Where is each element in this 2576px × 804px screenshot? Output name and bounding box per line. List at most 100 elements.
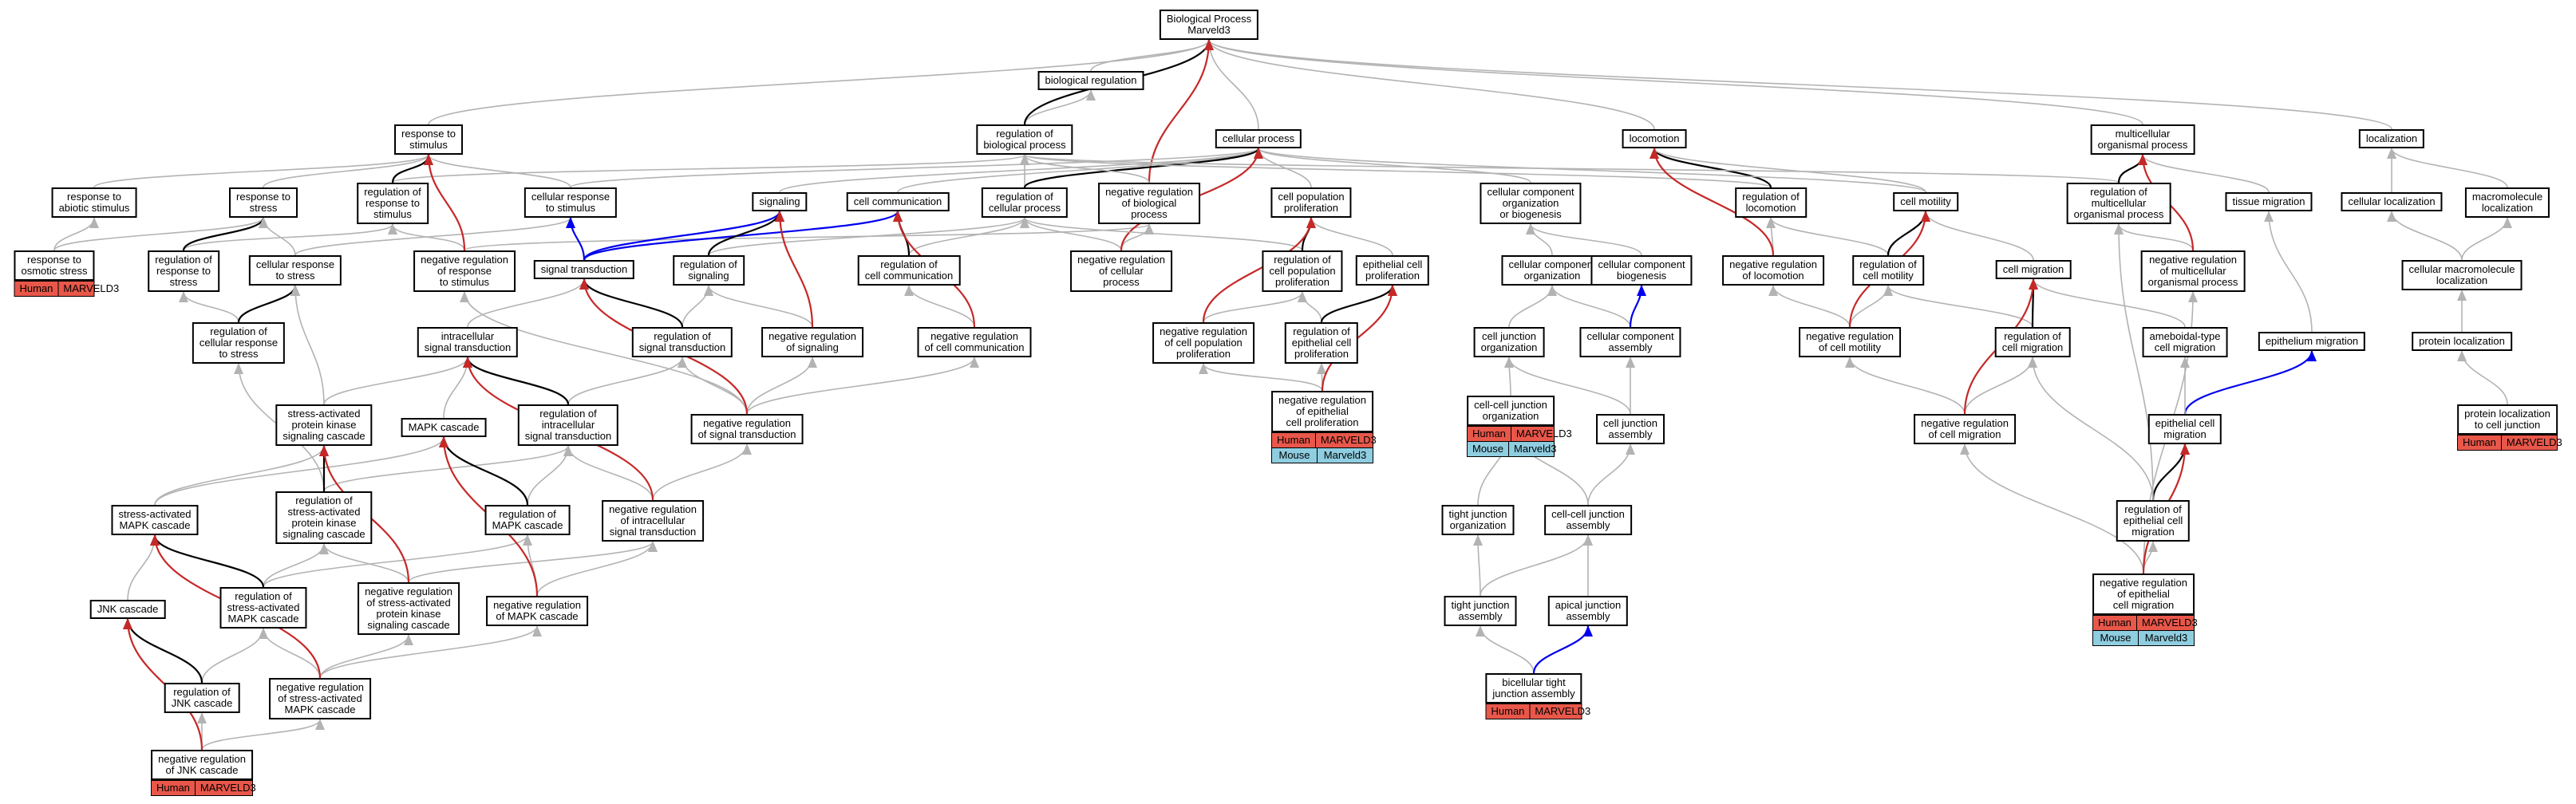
go-term-regulation-of-multicellular-organismal-process[interactable]: regulation of multicellular organismal p… — [2066, 183, 2171, 224]
go-term-negative-regulation-of-jnk-cascade[interactable]: negative regulation of JNK cascade — [151, 750, 253, 780]
go-term-cell-junction-assembly[interactable]: cell junction assembly — [1596, 414, 1665, 444]
go-term-negative-regulation-of-epithelial-cell-migration[interactable]: negative regulation of epithelial cell m… — [2092, 573, 2195, 615]
species-label[interactable]: Human — [2098, 617, 2132, 629]
species-label[interactable]: Human — [1472, 428, 1506, 439]
go-term-negative-regulation-of-cell-communication[interactable]: negative regulation of cell communicatio… — [917, 327, 1032, 357]
species-label[interactable]: Human — [2463, 436, 2496, 448]
go-term-cellular-response-to-stimulus[interactable]: cellular response to stimulus — [523, 187, 618, 218]
go-term-tight-junction-organization[interactable]: tight junction organization — [1441, 505, 1515, 535]
go-term-regulation-of-locomotion[interactable]: regulation of locomotion — [1735, 187, 1807, 218]
go-term-localization[interactable]: localization — [2358, 129, 2425, 148]
go-term-cell-cell-junction-assembly[interactable]: cell-cell junction assembly — [1544, 505, 1632, 535]
species-label[interactable]: Mouse — [1472, 443, 1504, 455]
go-term-regulation-of-jnk-cascade[interactable]: regulation of JNK cascade — [164, 683, 240, 713]
go-term-cellular-component-organization-or-biogenesis[interactable]: cellular component organization or bioge… — [1480, 183, 1582, 224]
go-term-cellular-component-biogenesis[interactable]: cellular component biogenesis — [1590, 255, 1693, 286]
go-term-negative-regulation-of-signaling[interactable]: negative regulation of signaling — [761, 327, 863, 357]
go-term-negative-regulation-of-mapk-cascade[interactable]: negative regulation of MAPK cascade — [486, 596, 588, 626]
go-term-ameboidal-type-cell-migration[interactable]: ameboidal-type cell migration — [2142, 327, 2228, 357]
go-term-cellular-process[interactable]: cellular process — [1215, 129, 1302, 148]
go-term-cellular-macromolecule-localization[interactable]: cellular macromolecule localization — [2401, 260, 2523, 290]
go-term-regulation-of-intracellular-signal-transduction[interactable]: regulation of intracellular signal trans… — [517, 404, 619, 446]
gene-label[interactable]: MARVELD3 — [2135, 616, 2203, 630]
gene-label[interactable]: MARVELD3 — [194, 781, 261, 795]
go-term-cell-cell-junction-organization[interactable]: cell-cell junction organization — [1467, 396, 1555, 426]
go-term-intracellular-signal-transduction[interactable]: intracellular signal transduction — [417, 327, 519, 357]
species-label[interactable]: Mouse — [1278, 449, 1310, 461]
go-term-macromolecule-localization[interactable]: macromolecule localization — [2464, 187, 2550, 218]
go-term-biological-regulation[interactable]: biological regulation — [1037, 71, 1144, 90]
go-term-epithelium-migration[interactable]: epithelium migration — [2258, 332, 2366, 351]
go-term-cellular-component-organization[interactable]: cellular component organization — [1501, 255, 1603, 286]
go-term-mapk-cascade[interactable]: MAPK cascade — [401, 418, 487, 437]
go-term-cellular-response-to-stress[interactable]: cellular response to stress — [248, 255, 342, 286]
go-term-epithelial-cell-migration[interactable]: epithelial cell migration — [2147, 414, 2222, 444]
gene-label[interactable]: MARVELD3 — [1510, 427, 1577, 441]
go-term-negative-regulation-of-multicellular-organismal-process[interactable]: negative regulation of multicellular org… — [2140, 250, 2246, 292]
gene-label[interactable]: Marveld3 — [2138, 631, 2194, 645]
go-term-regulation-of-cell-migration[interactable]: regulation of cell migration — [1994, 327, 2071, 357]
go-term-regulation-of-signal-transduction[interactable]: regulation of signal transduction — [631, 327, 733, 357]
gene-label[interactable]: Marveld3 — [1508, 442, 1561, 456]
go-term-response-to-stimulus[interactable]: response to stimulus — [394, 124, 463, 155]
go-term-regulation-of-epithelial-cell-proliferation[interactable]: regulation of epithelial cell proliferat… — [1284, 322, 1359, 364]
go-term-regulation-of-cell-population-proliferation[interactable]: regulation of cell population proliferat… — [1262, 250, 1343, 292]
go-term-response-to-osmotic-stress[interactable]: response to osmotic stress — [14, 250, 95, 281]
go-term-regulation-of-biological-process[interactable]: regulation of biological process — [976, 124, 1073, 155]
go-term-cell-junction-organization[interactable]: cell junction organization — [1473, 327, 1545, 357]
go-term-regulation-of-cellular-response-to-stress[interactable]: regulation of cellular response to stres… — [192, 322, 286, 364]
go-term-negative-regulation-of-response-to-stimulus[interactable]: negative regulation of response to stimu… — [413, 250, 516, 292]
go-term-regulation-of-mapk-cascade[interactable]: regulation of MAPK cascade — [484, 505, 571, 535]
go-term-regulation-of-stress-activated-protein-kinase-signaling-cascade[interactable]: regulation of stress-activated protein k… — [275, 491, 373, 544]
species-label[interactable]: Human — [156, 782, 190, 794]
species-label[interactable]: Human — [1277, 434, 1310, 446]
go-term-regulation-of-stress-activated-mapk-cascade[interactable]: regulation of stress-activated MAPK casc… — [219, 587, 307, 629]
go-term-locomotion[interactable]: locomotion — [1622, 129, 1687, 148]
go-term-response-to-stress[interactable]: response to stress — [229, 187, 298, 218]
go-term-negative-regulation-of-stress-activated-mapk-cascade[interactable]: negative regulation of stress-activated … — [269, 678, 371, 719]
go-term-regulation-of-epithelial-cell-migration[interactable]: regulation of epithelial cell migration — [2116, 500, 2191, 542]
go-term-response-to-abiotic-stimulus[interactable]: response to abiotic stimulus — [51, 187, 137, 218]
species-label[interactable]: Human — [1491, 705, 1525, 717]
go-term-cell-migration[interactable]: cell migration — [1995, 260, 2072, 279]
go-term-protein-localization[interactable]: protein localization — [2412, 332, 2512, 351]
go-term-cell-motility[interactable]: cell motility — [1893, 192, 1958, 211]
gene-label[interactable]: MARVELD3 — [1529, 704, 1595, 719]
go-term-negative-regulation-of-cell-population-proliferation[interactable]: negative regulation of cell population p… — [1152, 322, 1254, 364]
go-term-negative-regulation-of-cell-migration[interactable]: negative regulation of cell migration — [1914, 414, 2016, 444]
go-term-stress-activated-protein-kinase-signaling-cascade[interactable]: stress-activated protein kinase signalin… — [275, 404, 373, 446]
gene-label[interactable]: MARVELD3 — [57, 282, 124, 296]
go-term-negative-regulation-of-epithelial-cell-proliferation[interactable]: negative regulation of epithelial cell p… — [1271, 391, 1373, 432]
species-label[interactable]: Human — [19, 282, 53, 294]
go-term-epithelial-cell-proliferation[interactable]: epithelial cell proliferation — [1355, 255, 1430, 286]
go-term-negative-regulation-of-biological-process[interactable]: negative regulation of biological proces… — [1098, 183, 1200, 224]
go-term-cellular-component-assembly[interactable]: cellular component assembly — [1579, 327, 1681, 357]
go-term-apical-junction-assembly[interactable]: apical junction assembly — [1547, 596, 1629, 626]
go-term-signaling[interactable]: signaling — [752, 192, 808, 211]
go-term-regulation-of-response-to-stimulus[interactable]: regulation of response to stimulus — [357, 183, 429, 224]
species-label[interactable]: Mouse — [2100, 632, 2132, 644]
go-term-negative-regulation-of-stress-activated-protein-kinase-signaling-cascade[interactable]: negative regulation of stress-activated … — [358, 582, 460, 635]
go-term-cellular-localization[interactable]: cellular localization — [2341, 192, 2443, 211]
gene-label[interactable]: MARVELD3 — [1314, 433, 1381, 447]
go-term-negative-regulation-of-signal-transduction[interactable]: negative regulation of signal transducti… — [690, 414, 804, 444]
go-term-regulation-of-cellular-process[interactable]: regulation of cellular process — [981, 187, 1069, 218]
go-term-cell-population-proliferation[interactable]: cell population proliferation — [1270, 187, 1352, 218]
go-term-bp[interactable]: Biological Process Marveld3 — [1159, 10, 1259, 40]
go-term-negative-regulation-of-cellular-process[interactable]: negative regulation of cellular process — [1070, 250, 1172, 292]
go-term-regulation-of-response-to-stress[interactable]: regulation of response to stress — [148, 250, 219, 292]
go-term-tissue-migration[interactable]: tissue migration — [2225, 192, 2313, 211]
go-term-negative-regulation-of-cell-motility[interactable]: negative regulation of cell motility — [1799, 327, 1901, 357]
go-term-regulation-of-cell-communication[interactable]: regulation of cell communication — [857, 255, 961, 286]
go-term-negative-regulation-of-locomotion[interactable]: negative regulation of locomotion — [1722, 255, 1824, 286]
go-term-signal-transduction[interactable]: signal transduction — [533, 260, 635, 279]
go-term-jnk-cascade[interactable]: JNK cascade — [89, 600, 166, 619]
go-term-multicellular-organismal-process[interactable]: multicellular organismal process — [2090, 124, 2195, 155]
go-term-regulation-of-signaling[interactable]: regulation of signaling — [673, 255, 745, 286]
go-term-cell-communication[interactable]: cell communication — [846, 192, 950, 211]
go-term-regulation-of-cell-motility[interactable]: regulation of cell motility — [1852, 255, 1924, 286]
go-term-bicellular-tight-junction-assembly[interactable]: bicellular tight junction assembly — [1485, 673, 1582, 704]
gene-label[interactable]: MARVELD3 — [2500, 436, 2567, 450]
go-term-protein-localization-to-cell-junction[interactable]: protein localization to cell junction — [2457, 404, 2558, 435]
go-term-stress-activated-mapk-cascade[interactable]: stress-activated MAPK cascade — [111, 505, 199, 535]
